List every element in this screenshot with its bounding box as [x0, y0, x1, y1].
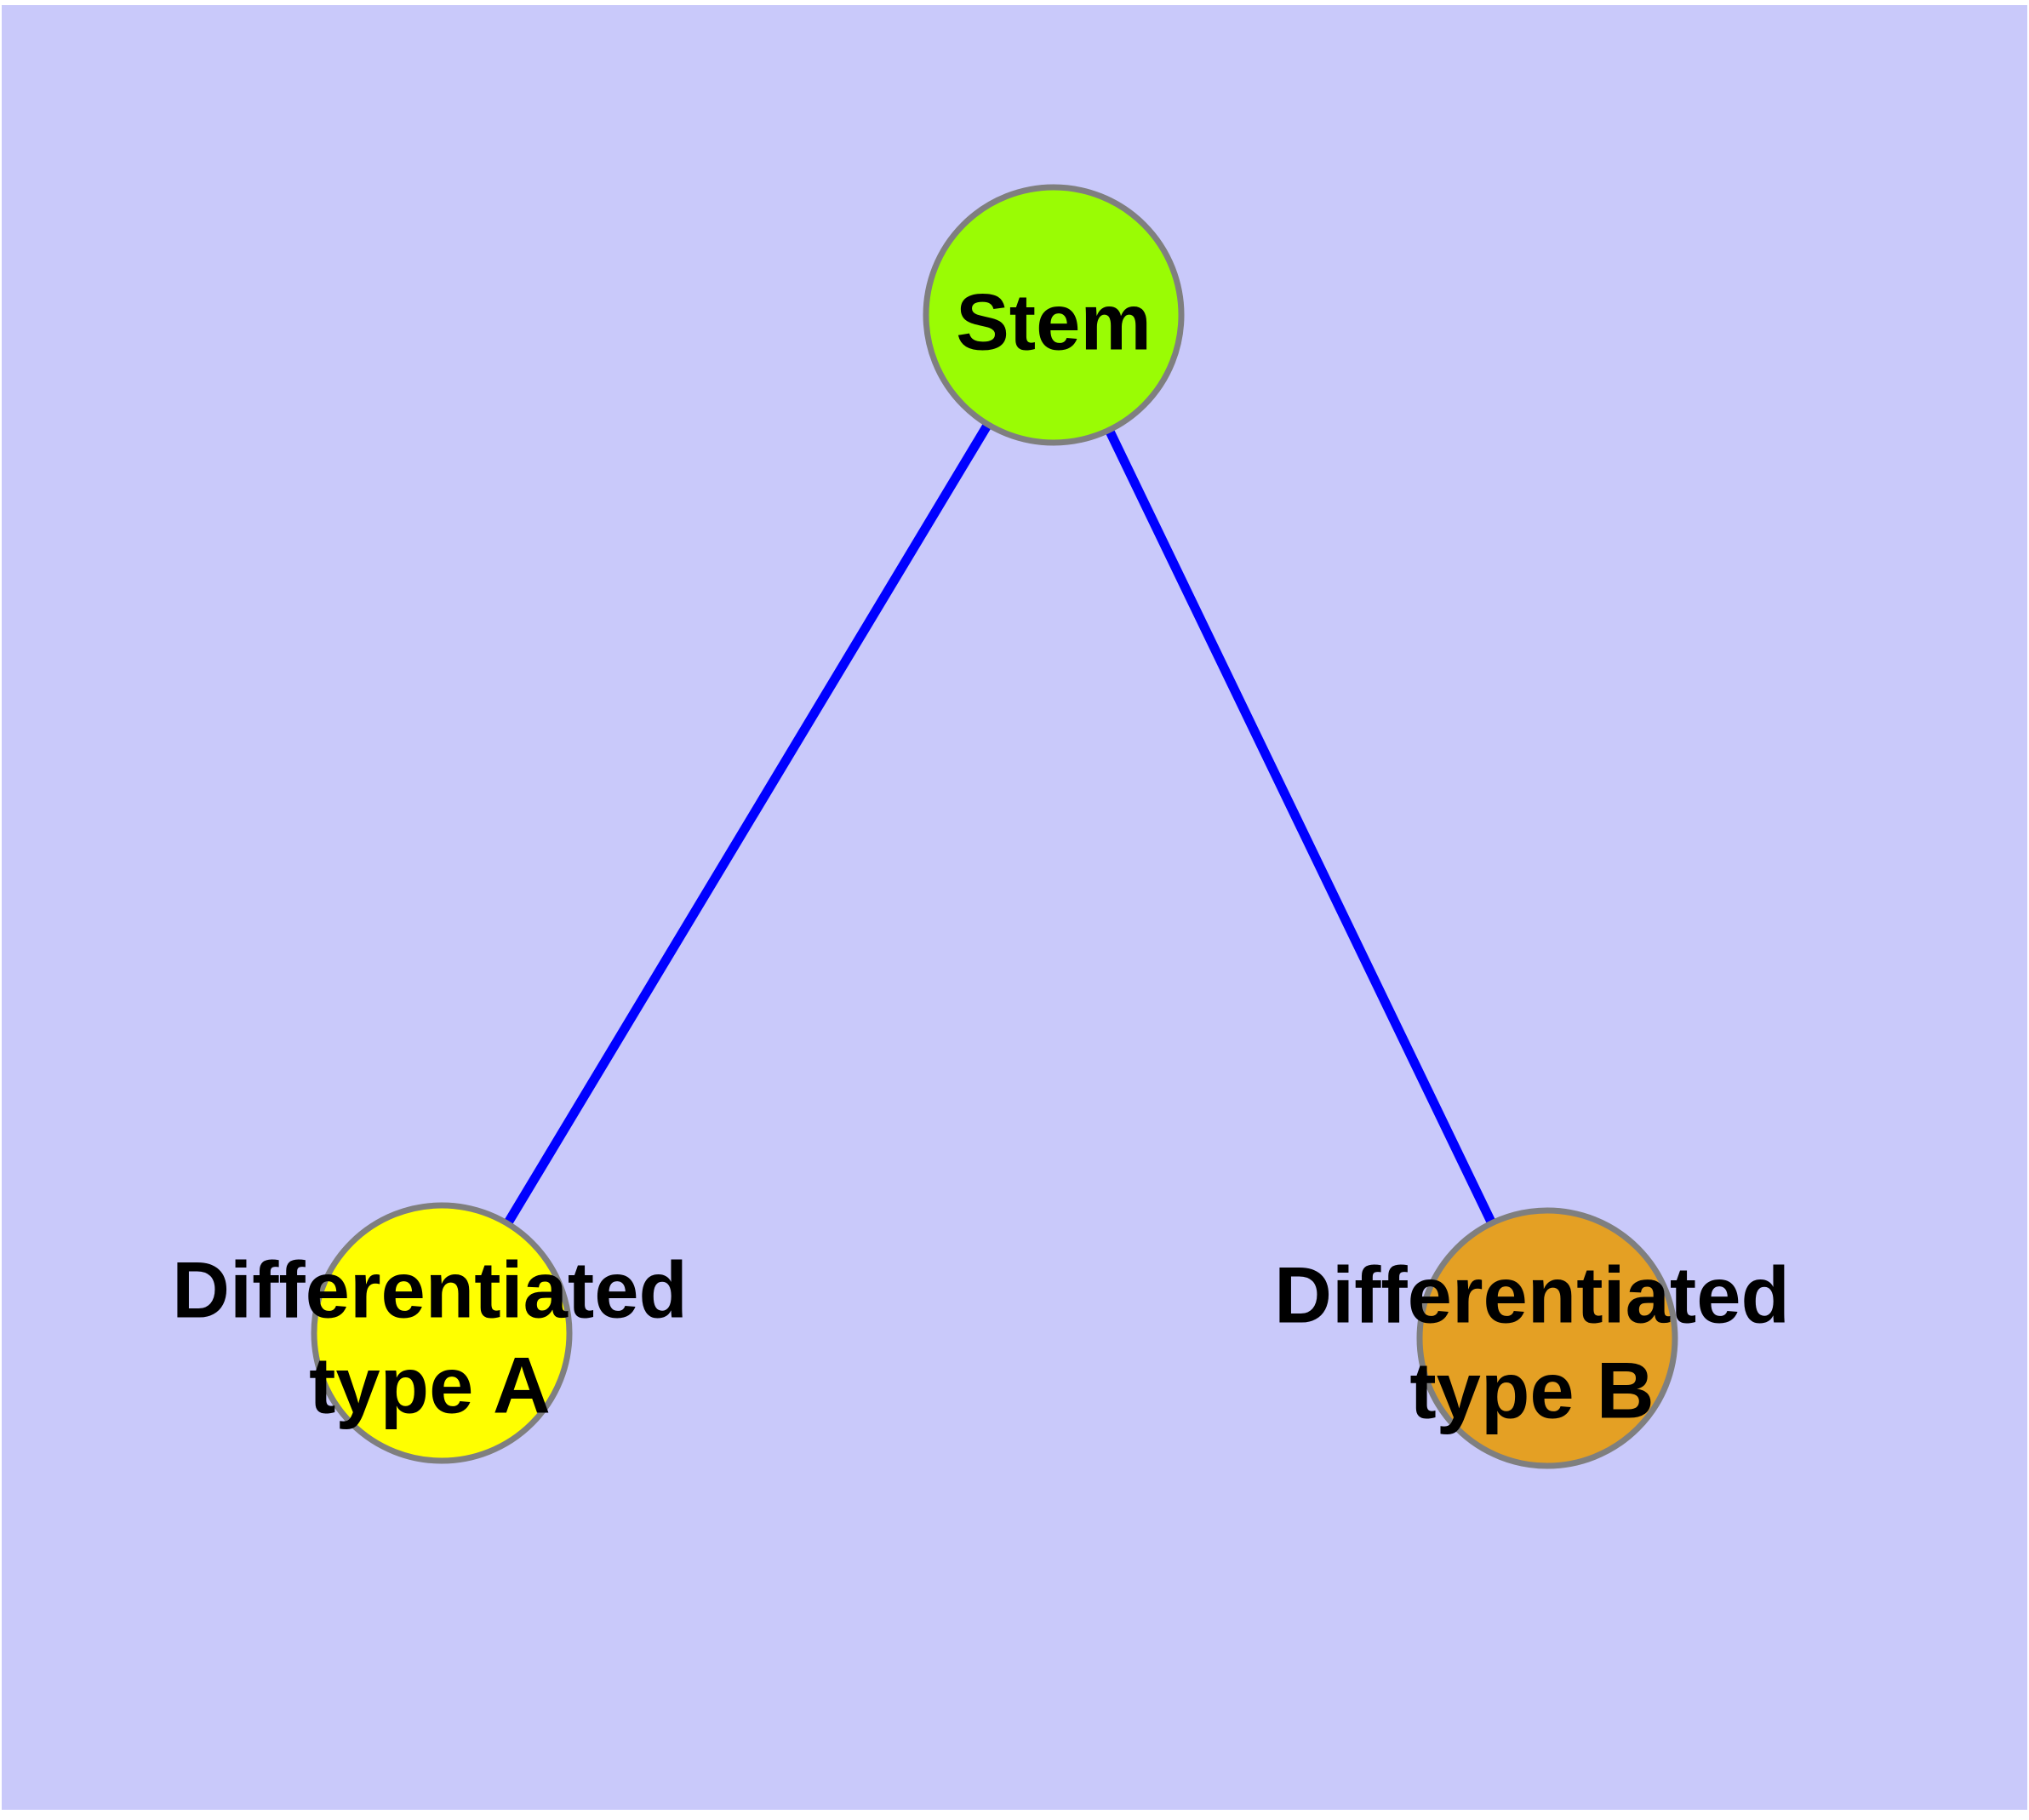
node-differentiated-type-b [1416, 1207, 1678, 1469]
node-type-a-label-line1: Differentiated [172, 1245, 688, 1335]
edge-stem-to-type-a [437, 312, 1058, 1336]
node-differentiated-type-a [311, 1202, 573, 1464]
node-stem [923, 184, 1185, 446]
node-stem-label: Stem [956, 278, 1152, 367]
node-type-a-label-line2: type A [309, 1341, 551, 1430]
node-type-b-label-line2: type B [1409, 1346, 1654, 1435]
edge-stem-to-type-b [1049, 312, 1552, 1341]
node-type-b-label-line1: Differentiated [1274, 1251, 1790, 1340]
